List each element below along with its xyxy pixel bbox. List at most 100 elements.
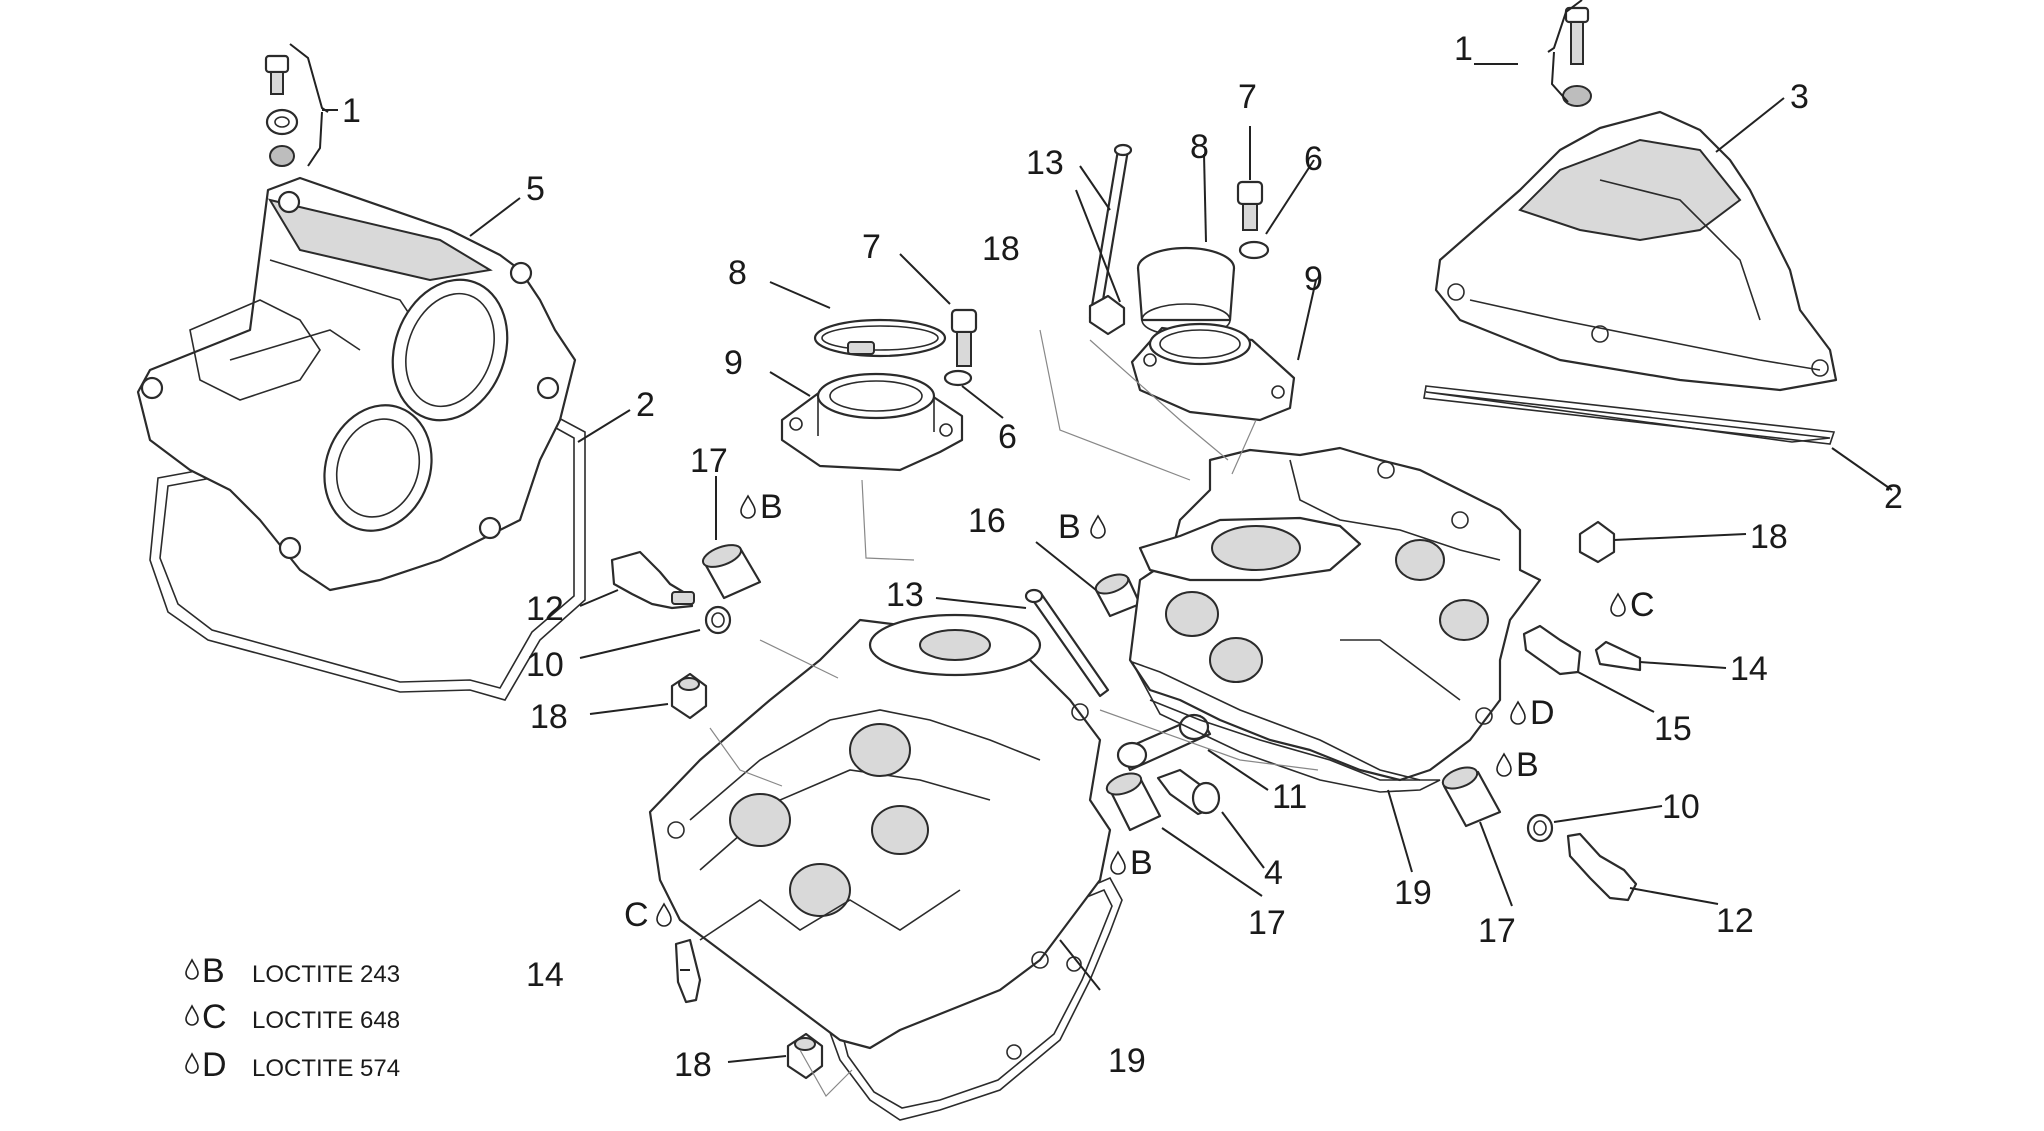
front-fitting-15 [1522,624,1582,676]
callout-14: 14 [1730,650,1768,688]
thread-locker-drop-icon [740,494,756,519]
assembly-guide-lines [709,329,1319,1097]
marker-b: B [1110,844,1153,882]
callout-10: 10 [1662,788,1700,826]
front-nut-18 [1578,520,1616,564]
marker-c: C [1610,586,1655,624]
front-intake-clamp-8 [1136,246,1236,345]
callout-12: 12 [1716,902,1754,940]
marker-b: B [740,488,783,526]
legend-label: LOCTITE 243 [252,961,400,988]
callout-19: 19 [1108,1042,1146,1080]
marker-b: B [1058,508,1106,546]
rear-nut-18-lower [786,1032,824,1080]
callout-numbers: 1 5 2 8 7 9 6 17 12 10 18 13 14 18 19 1 6… [342,30,1903,1084]
front-nut-18 [1088,294,1126,336]
legend-letter: C [202,998,227,1036]
callout-2: 2 [636,386,655,424]
svg-text:C: C [1630,586,1655,624]
center-plate-11 [1116,713,1212,772]
callout-17: 17 [1478,912,1516,950]
thread-locker-drop-icon [185,958,199,980]
callout-6: 6 [998,418,1017,456]
rear-intake-clamp-8 [813,318,947,358]
thread-locker-drop-icon [1090,514,1106,539]
callout-leaders [322,63,1893,1063]
callout-18: 18 [674,1046,712,1084]
callout-6: 6 [1304,140,1323,178]
thread-locker-drop-icon [185,1004,199,1026]
legend-label: LOCTITE 648 [252,1007,400,1034]
rear-gasket-2 [149,407,586,701]
rear-intake-flange-9 [780,372,964,472]
rear-cylinder-head [648,613,1112,1050]
front-cover-gasket-2 [1423,385,1836,445]
marker-b: B [1496,746,1539,784]
callout-8: 8 [1190,128,1209,166]
svg-text:B: B [1130,844,1153,882]
svg-text:C: C [624,896,649,934]
callout-2: 2 [1884,478,1903,516]
front-plug-17 [1441,766,1502,828]
callout-18: 18 [530,698,568,736]
callout-4: 4 [1264,854,1283,892]
thread-locker-drop-icon [1110,850,1126,875]
rear-temperature-sensor-12 [610,550,695,610]
adhesive-legend: B LOCTITE 243 C LOCTITE 648 D LOCTITE 57… [185,952,400,1084]
callout-11: 11 [1272,778,1307,816]
legend-letter: B [202,952,225,990]
callout-17: 17 [690,442,728,480]
front-long-stud-13 [1088,143,1133,320]
rear-plug-17 [701,544,762,600]
callout-18: 18 [1750,518,1788,556]
marker-c: C [624,896,672,934]
thread-locker-drop-icon [1496,752,1512,777]
callout-10: 10 [526,646,564,684]
rear-nut-18 [670,672,708,720]
callout-17: 17 [1248,904,1286,942]
thread-locker-drop-icon [1510,700,1526,725]
adhesive-markers: B B B B C C D [624,488,1655,934]
rear-cover-screw-kit-1 [264,43,329,167]
svg-text:B: B [1516,746,1539,784]
legend-label: LOCTITE 574 [252,1055,400,1082]
center-screw-4 [1156,768,1221,816]
front-cylinder-head-cover-3 [1434,110,1838,392]
callout-19: 19 [1394,874,1432,912]
thread-locker-drop-icon [656,902,672,927]
legend-row: D LOCTITE 574 [185,1046,400,1084]
callout-13: 13 [886,576,924,614]
front-cylinder-head [1128,446,1542,782]
callout-1: 1 [1454,30,1473,68]
front-stud-14 [1594,640,1642,672]
rear-screw-7 [950,308,978,367]
callout-3: 3 [1790,78,1809,116]
callout-5: 5 [526,170,545,208]
front-screw-7 [1236,180,1264,231]
callout-7: 7 [1238,78,1257,116]
callout-14: 14 [526,956,564,994]
rear-cylinder-head-cover-5 [136,176,577,592]
thread-locker-drop-icon [1610,592,1626,617]
front-cover-screw-kit-1 [1547,0,1592,107]
rear-sealing-washer-10 [704,605,732,635]
front-head-gasket-19 [1130,660,1441,793]
callout-7: 7 [862,228,881,266]
center-plug-17 [1105,772,1162,832]
marker-d: D [1510,694,1555,732]
callout-18: 18 [982,230,1020,268]
callout-9: 9 [724,344,743,382]
rear-washer-6 [943,369,973,387]
svg-text:B: B [1058,508,1081,546]
center-plug-16 [1094,573,1142,618]
svg-text:B: B [760,488,783,526]
front-temperature-sensor-12 [1566,832,1638,902]
callout-1: 1 [342,92,361,130]
rear-long-stud-13 [1024,588,1110,698]
front-sealing-washer-10 [1526,813,1554,843]
svg-text:D: D [1530,694,1555,732]
thread-locker-drop-icon [185,1052,199,1074]
legend-letter: D [202,1046,227,1084]
legend-row: C LOCTITE 648 [185,998,400,1036]
front-washer-6 [1238,240,1270,260]
